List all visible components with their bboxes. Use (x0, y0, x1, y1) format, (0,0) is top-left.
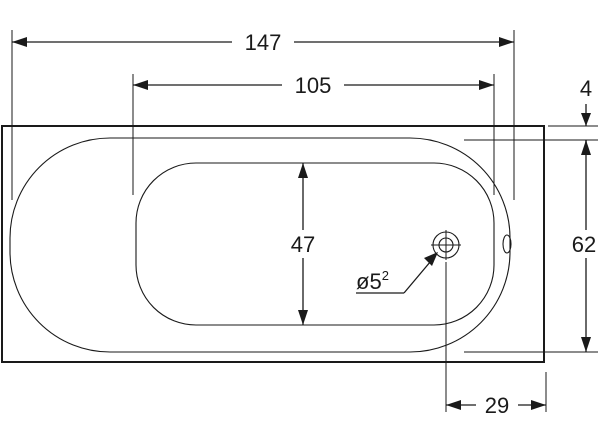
tub-bowl-contour (9, 137, 511, 353)
dimension-drain-offset: 29 (446, 392, 546, 418)
drain-diameter-superscript: 2 (382, 268, 389, 283)
rim-offset-label: 4 (580, 76, 592, 101)
dimension-inner-width: 47 (283, 163, 323, 325)
drain-icon (431, 230, 461, 260)
drain-diameter-label: ø52 (356, 268, 389, 294)
drain-offset-label: 29 (485, 393, 509, 418)
dimension-overall-length: 147 (12, 28, 514, 56)
dimension-overall-width: 62 (568, 140, 600, 352)
drain-diameter-value: ø5 (356, 269, 382, 294)
drain-diameter-callout: ø52 (356, 252, 438, 294)
overall-length-label: 147 (245, 30, 282, 55)
tub-bottom-contour (135, 162, 495, 326)
tub-outer-outline (1, 125, 545, 363)
inner-length-label: 105 (295, 73, 332, 98)
dimension-inner-length: 105 (133, 71, 494, 99)
dimension-rim-offset: 4 (580, 76, 592, 152)
overflow-icon (502, 234, 512, 254)
inner-width-label: 47 (291, 232, 315, 257)
overall-width-label: 62 (572, 232, 596, 257)
